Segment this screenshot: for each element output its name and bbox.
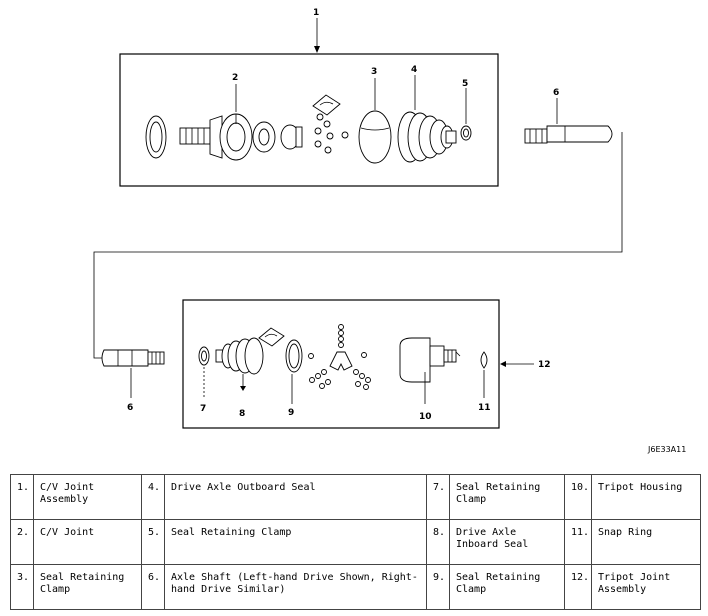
legend-number: 3. xyxy=(10,564,34,610)
legend-number: 5. xyxy=(141,519,165,565)
callout-3: 3 xyxy=(371,67,377,77)
callout-8: 8 xyxy=(239,409,245,419)
callout-6-bottom: 6 xyxy=(127,403,133,413)
legend-number: 10. xyxy=(564,474,592,520)
figure-id: J6E33A11 xyxy=(647,445,686,454)
legend-number: 1. xyxy=(10,474,34,520)
axle-shaft-outboard-end xyxy=(524,125,613,144)
cv-balls xyxy=(314,113,349,154)
legend-description: Seal Retaining Clamp xyxy=(449,474,565,520)
legend-number: 2. xyxy=(10,519,34,565)
inboard-seal xyxy=(215,337,264,375)
inboard-small-clamp xyxy=(198,346,210,366)
callout-9: 9 xyxy=(288,408,294,418)
cv-joint-part xyxy=(179,113,253,161)
outboard-small-clamp xyxy=(460,125,472,141)
snap-ring xyxy=(480,351,488,369)
callout-5: 5 xyxy=(462,79,468,89)
outboard-seal xyxy=(397,111,457,163)
callout-6-top: 6 xyxy=(553,88,559,98)
callout-1: 1 xyxy=(313,8,319,18)
outboard-assembly-box xyxy=(119,53,499,187)
legend-description: C/V Joint xyxy=(33,519,142,565)
legend-description: Seal Retaining Clamp xyxy=(449,564,565,610)
legend-description: C/V Joint Assembly xyxy=(33,474,142,520)
legend-number: 8. xyxy=(426,519,450,565)
tripot-housing xyxy=(399,337,461,383)
legend-number: 7. xyxy=(426,474,450,520)
legend-description: Drive Axle Outboard Seal xyxy=(164,474,427,520)
legend-description: Snap Ring xyxy=(591,519,701,565)
legend-description: Tripot Housing xyxy=(591,474,701,520)
callout-10: 10 xyxy=(419,412,432,422)
legend-number: 11. xyxy=(564,519,592,565)
connector-line xyxy=(93,132,623,359)
callout-2: 2 xyxy=(232,73,238,83)
legend-description: Seal Retaining Clamp xyxy=(164,519,427,565)
legend-number: 9. xyxy=(426,564,450,610)
inboard-large-clamp xyxy=(285,339,303,373)
legend-description: Tripot Joint Assembly xyxy=(591,564,701,610)
callout-12: 12 xyxy=(538,360,551,370)
outboard-large-clamp xyxy=(358,110,392,164)
callout-7: 7 xyxy=(200,404,206,414)
callout-4: 4 xyxy=(411,65,417,75)
axle-shaft-inboard-end xyxy=(101,349,165,367)
callout-11: 11 xyxy=(478,403,491,413)
legend-description: Drive Axle Inboard Seal xyxy=(449,519,565,565)
legend-description: Seal Retaining Clamp xyxy=(33,564,142,610)
outboard-ring xyxy=(145,115,167,159)
inboard-grease-packet xyxy=(258,327,285,347)
legend-number: 6. xyxy=(141,564,165,610)
exploded-axle-diagram: 1 2 xyxy=(93,8,686,454)
cv-cage xyxy=(252,121,303,153)
tripot-spider xyxy=(308,324,371,390)
grease-packet xyxy=(312,94,341,116)
legend-number: 4. xyxy=(141,474,165,520)
legend-number: 12. xyxy=(564,564,592,610)
legend-description: Axle Shaft (Left-hand Drive Shown, Right… xyxy=(164,564,427,610)
